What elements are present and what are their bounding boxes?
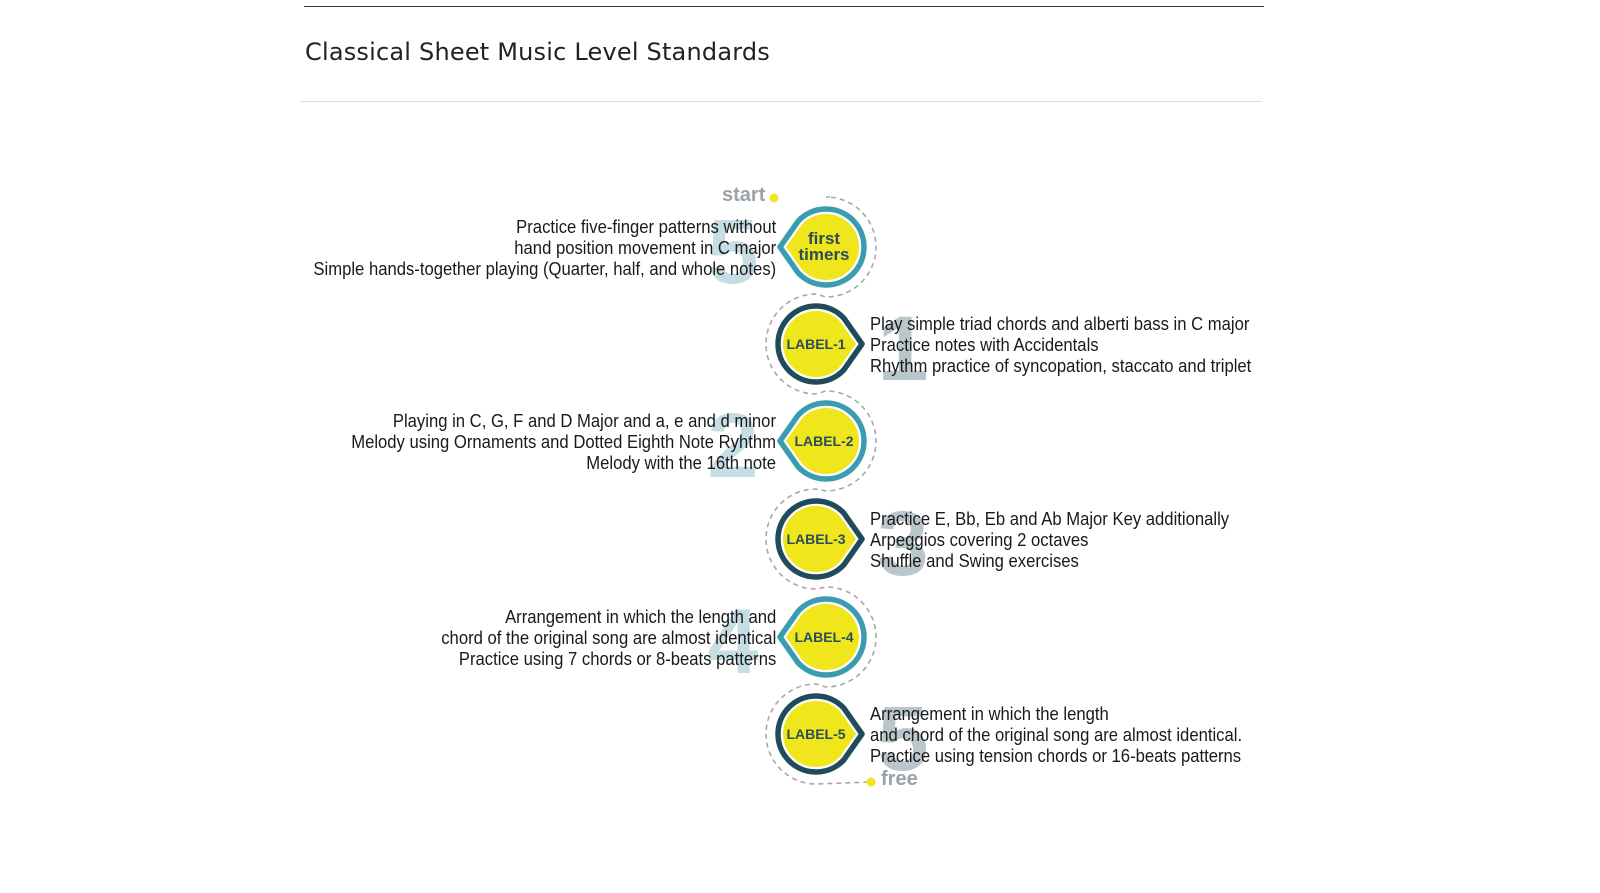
start-dot bbox=[769, 193, 779, 203]
level-number: 4 bbox=[707, 591, 759, 693]
level-number: 3 bbox=[877, 493, 929, 595]
description-line: Rhythm practice of syncopation, staccato… bbox=[870, 355, 1252, 376]
description-line: chord of the original song are almost id… bbox=[440, 627, 776, 648]
top-divider bbox=[304, 6, 1264, 7]
badge-label: LABEL-2 bbox=[794, 433, 853, 449]
badge-label: LABEL-1 bbox=[786, 336, 845, 352]
description-line: Melody using Ornaments and Dotted Eighth… bbox=[351, 431, 776, 452]
level-badge: LABEL-2 bbox=[777, 400, 867, 482]
level-badge: LABEL-1 bbox=[775, 303, 865, 385]
description-line: Arrangement in which the length and bbox=[504, 606, 776, 627]
start-label: start bbox=[722, 184, 766, 206]
description-line: Practice notes with Accidentals bbox=[870, 334, 1099, 355]
description-line: Play simple triad chords and alberti bas… bbox=[870, 313, 1250, 334]
description-line: Practice using 7 chords or 8-beats patte… bbox=[458, 648, 776, 669]
badge-label: timers bbox=[798, 245, 849, 264]
page-title: Classical Sheet Music Level Standards bbox=[305, 38, 771, 66]
description-line: Practice E, Bb, Eb and Ab Major Key addi… bbox=[870, 508, 1230, 529]
description-line: and chord of the original song are almos… bbox=[870, 724, 1243, 745]
description-line: Arpeggios covering 2 octaves bbox=[870, 529, 1089, 550]
level-number: 5 bbox=[707, 201, 759, 303]
level-badge: LABEL-4 bbox=[777, 596, 867, 678]
description-line: Practice using tension chords or 16-beat… bbox=[870, 745, 1242, 766]
badge-label: first bbox=[808, 229, 840, 248]
level-badge: LABEL-5 bbox=[775, 693, 865, 775]
level-number: 5 bbox=[877, 688, 929, 790]
title-divider bbox=[300, 101, 1262, 102]
description-line: Practice five-finger patterns without bbox=[515, 216, 776, 237]
description-line: Arrangement in which the length bbox=[870, 703, 1109, 724]
description-line: hand position movement in C major bbox=[514, 237, 776, 258]
level-number: 2 bbox=[707, 395, 759, 497]
description-line: Shuffle and Swing exercises bbox=[870, 550, 1079, 571]
badge-label: LABEL-4 bbox=[794, 629, 853, 645]
end-dot bbox=[866, 777, 876, 787]
end-label: free bbox=[881, 768, 918, 790]
level-badge: LABEL-3 bbox=[775, 498, 865, 580]
badge-label: LABEL-5 bbox=[786, 726, 845, 742]
badge-label: LABEL-3 bbox=[786, 531, 845, 547]
description-line: Simple hands-together playing (Quarter, … bbox=[313, 258, 776, 279]
description-line: Playing in C, G, F and D Major and a, e … bbox=[392, 410, 776, 431]
level-number: 1 bbox=[877, 298, 929, 400]
description-line: Melody with the 16th note bbox=[586, 452, 776, 473]
